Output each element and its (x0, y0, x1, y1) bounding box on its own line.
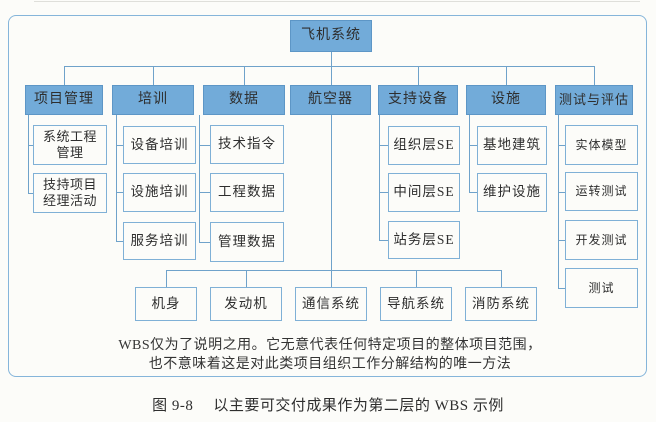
connector-line (501, 270, 502, 287)
disclaimer-line-1: WBS仅为了说明之用。它无意代表任何特定项目的整体项目范围， (118, 338, 542, 353)
figure-title: 以主要可交付成果作为第二层的 WBS 示例 (213, 398, 504, 414)
node-support-equipment: 支持设备 (378, 85, 458, 115)
connector-line (331, 115, 332, 270)
node-maintenance-facilities: 维护设施 (477, 173, 547, 212)
node-organizational-level-se: 组织层SE (388, 126, 460, 165)
node-support-pm-activities: 技持项目经理活动 (33, 173, 107, 213)
node-service-training: 服务培训 (123, 222, 196, 260)
connector-line (28, 145, 33, 146)
connector-line (331, 270, 332, 287)
node-aircraft-system: 飞机系统 (290, 20, 372, 52)
node-equipment-training: 设备培训 (123, 126, 196, 164)
node-airframe: 机身 (135, 287, 197, 321)
connector-line (246, 270, 247, 287)
connector-line (469, 192, 477, 193)
connector-line (153, 66, 154, 85)
connector-line (418, 66, 419, 85)
connector-line (199, 115, 200, 242)
disclaimer-line-2: 也不意味着这是对此类项目组织工作分解结构的唯一方法 (148, 357, 512, 373)
node-training: 培训 (112, 85, 194, 115)
connector-line (331, 52, 332, 66)
node-test: 测试 (565, 268, 638, 308)
node-operational-test: 运转测试 (565, 172, 638, 211)
connector-line (199, 192, 210, 193)
connector-line (379, 240, 388, 241)
node-management-data: 管理数据 (210, 222, 284, 262)
connector-line (594, 66, 595, 85)
connector-line (199, 242, 210, 243)
node-communication-system: 通信系统 (295, 287, 367, 321)
node-mockups: 实体模型 (565, 125, 638, 165)
connector-line (558, 115, 559, 288)
node-navigation-system: 导航系统 (380, 287, 452, 321)
connector-line (116, 145, 123, 146)
connector-line (28, 115, 29, 193)
connector-line (469, 145, 477, 146)
connector-line (558, 288, 565, 289)
node-project-management: 项目管理 (25, 85, 103, 115)
connector-line (379, 115, 380, 240)
connector-line (199, 145, 210, 146)
node-technical-orders: 技术指令 (210, 125, 284, 164)
figure-caption: 图 9-8 以主要可交付成果作为第二层的 WBS 示例 (0, 394, 656, 415)
disclaimer-note: WBS仅为了说明之用。它无意代表任何特定项目的整体项目范围， 也不意味着这是对此… (30, 336, 630, 374)
connector-line (416, 270, 417, 287)
node-developmental-test: 开发测试 (565, 220, 638, 260)
node-air-vehicle: 航空器 (290, 85, 371, 115)
connector-line (116, 115, 117, 241)
node-base-buildings: 基地建筑 (477, 126, 547, 165)
connector-line (331, 66, 332, 85)
node-data: 数据 (203, 85, 285, 115)
connector-line (379, 145, 388, 146)
node-facility-training: 设施培训 (123, 173, 196, 212)
connector-line (469, 115, 470, 192)
connector-line (166, 270, 501, 271)
scan-artifact-line (34, 1, 640, 2)
node-engineering-data: 工程数据 (210, 173, 284, 212)
connector-line (116, 241, 123, 242)
node-engine: 发动机 (210, 287, 282, 321)
connector-line (379, 192, 388, 193)
node-system-engineering-management: 系统工程管理 (33, 125, 107, 165)
node-intermediate-level-se: 中间层SE (388, 173, 460, 212)
connector-line (116, 192, 123, 193)
connector-line (28, 193, 33, 194)
figure-number: 图 9-8 (152, 398, 194, 414)
connector-line (166, 270, 167, 287)
connector-line (558, 145, 565, 146)
connector-line (244, 66, 245, 85)
node-depot-level-se: 站务层SE (388, 221, 460, 259)
connector-line (558, 240, 565, 241)
diagram-frame (8, 15, 647, 377)
connector-line (558, 192, 565, 193)
node-facilities: 设施 (466, 85, 546, 115)
node-fire-protection-system: 消防系统 (465, 287, 537, 321)
connector-line (64, 66, 594, 67)
connector-line (506, 66, 507, 85)
node-test-and-evaluation: 测试与评估 (555, 85, 633, 115)
connector-line (64, 66, 65, 85)
